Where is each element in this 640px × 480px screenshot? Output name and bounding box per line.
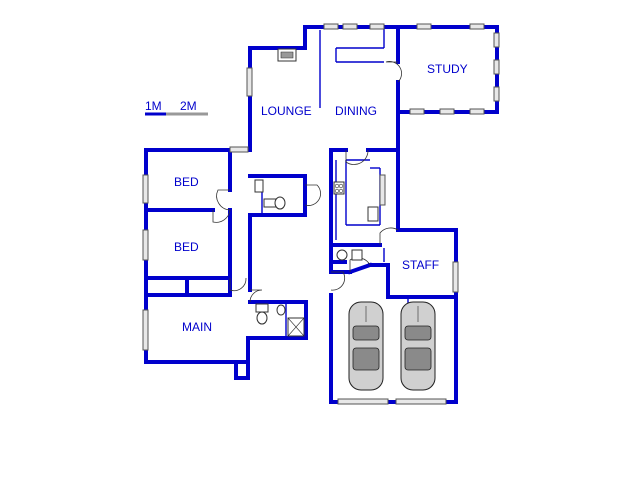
car-icon — [400, 301, 436, 391]
door — [385, 61, 402, 83]
scale-bar: 1M 2M — [145, 99, 208, 116]
shower-icon — [254, 179, 264, 193]
room-label-bed: BED — [174, 240, 199, 254]
window — [142, 174, 149, 204]
door — [216, 189, 231, 211]
windows — [142, 23, 500, 405]
window — [142, 309, 149, 351]
basin-icon — [255, 303, 269, 313]
room-labels: LOUNGE DINING STUDY BED BED MAIN STAFF — [174, 62, 468, 334]
window — [246, 67, 253, 97]
room-label-main: MAIN — [182, 320, 212, 334]
car-icon — [348, 301, 384, 391]
window — [439, 108, 455, 115]
sink-icon — [367, 206, 379, 222]
window — [142, 229, 149, 261]
door — [304, 184, 321, 206]
window — [469, 108, 485, 115]
window — [337, 398, 389, 405]
door — [379, 227, 399, 245]
room-label-staff: STAFF — [402, 258, 439, 272]
room-label-dining: DINING — [335, 104, 377, 118]
window — [323, 23, 339, 30]
sink-icon — [351, 249, 363, 261]
scale-label-2m: 2M — [180, 99, 197, 113]
room-label-bed: BED — [174, 175, 199, 189]
door — [330, 271, 346, 291]
door — [345, 149, 369, 165]
room-label-lounge: LOUNGE — [261, 104, 312, 118]
door — [249, 289, 263, 303]
walls — [144, 25, 499, 404]
scale-label-1m: 1M — [145, 99, 162, 113]
window — [369, 23, 385, 30]
window — [395, 398, 447, 405]
window — [409, 108, 425, 115]
window — [342, 23, 358, 30]
toilet-icon — [276, 304, 286, 316]
window — [493, 59, 500, 75]
doors — [212, 61, 402, 303]
fixtures — [254, 48, 379, 337]
window — [493, 32, 500, 48]
window — [379, 174, 386, 206]
stove-icon — [333, 181, 345, 195]
garage-cars — [348, 301, 436, 391]
window — [469, 23, 485, 30]
basin-icon — [263, 198, 277, 208]
toilet-icon — [256, 311, 268, 325]
window — [229, 146, 249, 153]
window — [452, 261, 459, 293]
window — [493, 86, 500, 102]
toilet-icon — [336, 249, 348, 261]
room-label-study: STUDY — [427, 62, 468, 76]
door — [229, 277, 247, 292]
window — [416, 23, 432, 30]
door — [212, 209, 231, 223]
toilet-icon — [274, 196, 286, 210]
